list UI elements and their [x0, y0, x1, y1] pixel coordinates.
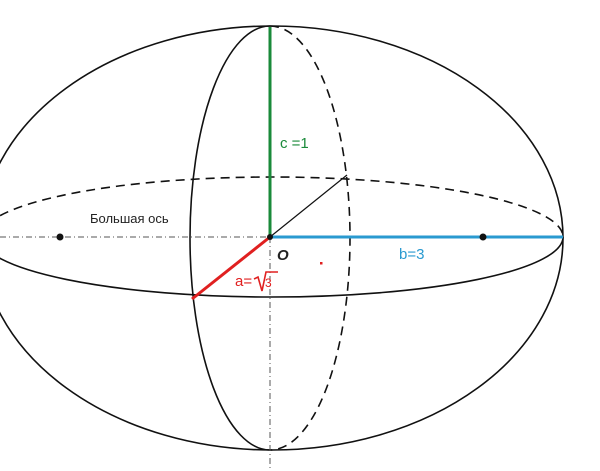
- a-value: 3: [265, 276, 272, 290]
- radius-line: [269, 174, 348, 238]
- meridian-front: [189, 25, 271, 451]
- red-dot: [320, 262, 323, 265]
- focus-left: [56, 233, 64, 241]
- major-axis-label: Большая ось: [90, 211, 169, 226]
- equator-back: [0, 176, 564, 238]
- equator-front: [0, 236, 564, 298]
- a-axis: [191, 235, 271, 301]
- focus-right: [479, 233, 487, 241]
- origin-point: [267, 234, 273, 240]
- a-label: a=: [235, 273, 252, 290]
- origin-label: O: [277, 247, 289, 264]
- b-label: b=3: [399, 246, 424, 263]
- sqrt-sign: [253, 271, 278, 292]
- c-label: c =1: [280, 135, 309, 152]
